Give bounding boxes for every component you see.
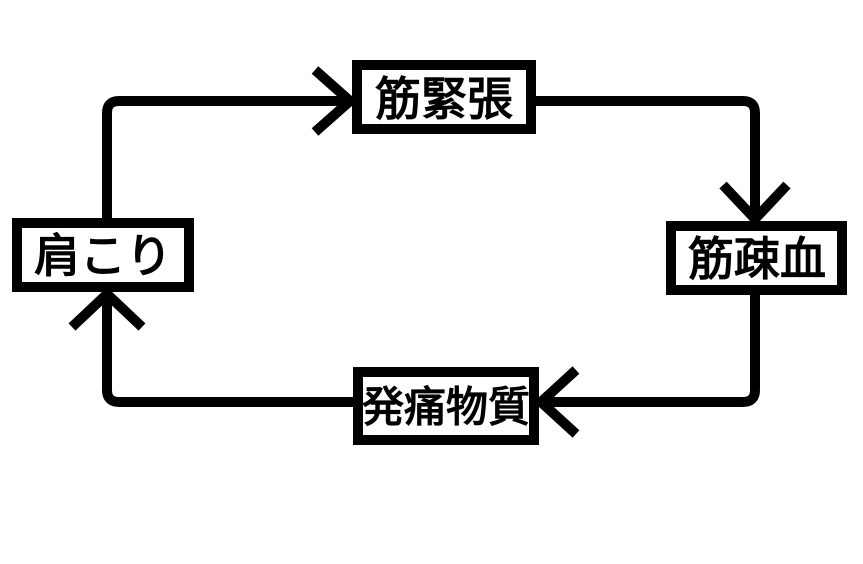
edge-ischemia-to-pain: [533, 294, 760, 438]
node-muscle-ischemia-label: 筋疎血: [688, 232, 826, 286]
edge-ischemia-to-pain-arrowhead: [533, 366, 580, 438]
node-muscle-tension[interactable]: 筋緊張: [352, 60, 536, 134]
edge-tension-to-ischemia-line: [536, 96, 760, 221]
node-muscle-ischemia-box[interactable]: [666, 221, 847, 295]
node-muscle-ischemia[interactable]: 筋疎血: [666, 221, 847, 295]
edge-pain-to-shoulder: [68, 287, 353, 407]
node-pain-substance[interactable]: 発痛物質: [353, 367, 539, 445]
edge-pain-to-shoulder-arrowhead: [68, 287, 146, 331]
edge-ischemia-to-pain-line: [539, 294, 760, 407]
node-pain-substance-box[interactable]: [353, 367, 539, 445]
edge-tension-to-ischemia-arrowhead: [719, 181, 791, 227]
node-muscle-tension-label: 筋緊張: [375, 72, 513, 126]
node-muscle-tension-box[interactable]: [352, 60, 536, 134]
node-stiff-shoulder-label: 肩こり: [34, 229, 172, 283]
node-stiff-shoulder-box[interactable]: [12, 218, 194, 292]
edge-shoulder-to-tension: [102, 66, 358, 222]
edge-shoulder-to-tension-arrowhead: [311, 66, 358, 136]
edge-pain-to-shoulder-line: [102, 292, 353, 407]
node-stiff-shoulder[interactable]: 肩こり: [12, 218, 194, 292]
edge-tension-to-ischemia: [536, 96, 791, 227]
edge-shoulder-to-tension-line: [102, 96, 352, 222]
node-pain-substance-label: 発痛物質: [362, 383, 530, 432]
